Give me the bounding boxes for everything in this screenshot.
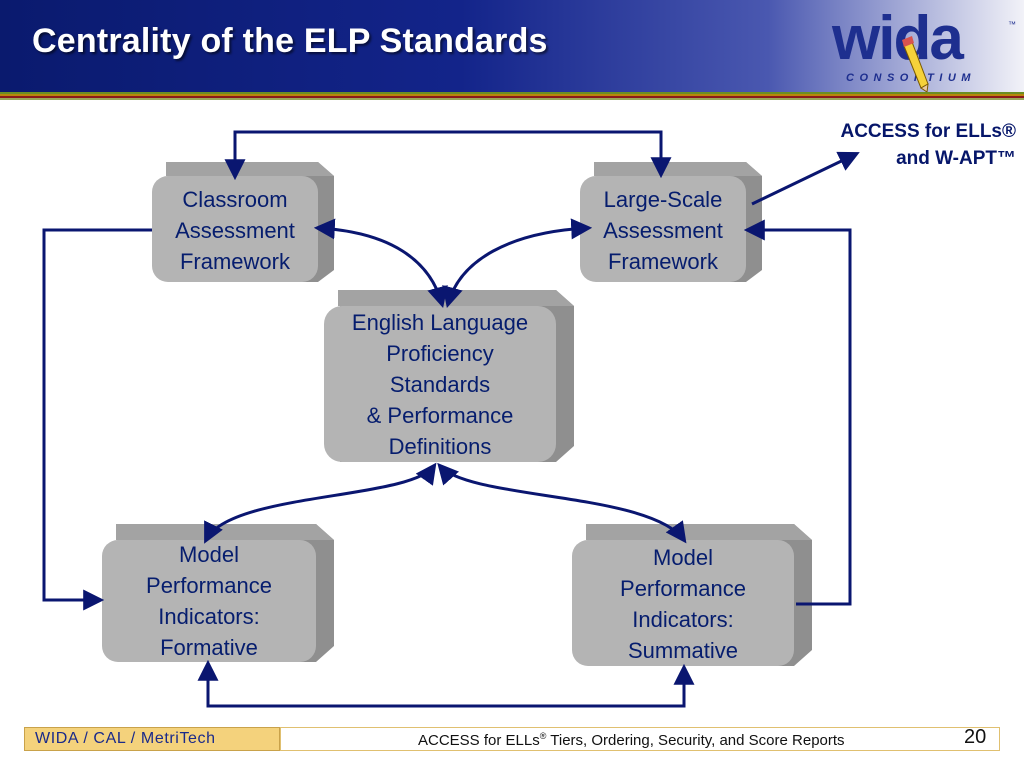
- wida-logo: wida CONSORTIUM ™: [832, 6, 1020, 92]
- logo-subtitle: CONSORTIUM: [846, 72, 976, 84]
- arrow-formative-summative: [197, 659, 695, 708]
- logo-tm: ™: [1008, 20, 1016, 29]
- node-line: Assessment: [603, 218, 723, 243]
- node-line: Model: [179, 542, 239, 567]
- pencil-icon: [902, 36, 929, 92]
- arrow-classroom-elp: [313, 218, 448, 309]
- node-classroom-label: Classroom Assessment Framework: [152, 184, 318, 277]
- node-line: Model: [653, 545, 713, 570]
- header-stripes: [0, 92, 1024, 100]
- arrow-classroom-largescale: [224, 130, 672, 181]
- node-line: Framework: [607, 249, 718, 274]
- callout-line: and W-APT™: [896, 148, 1016, 169]
- arrow-classroom-formative: [42, 228, 152, 611]
- node-line: Indicators:: [632, 607, 734, 632]
- node-summative-label: Model Performance Indicators: Summative: [572, 542, 794, 666]
- arrow-summative-largescale: [743, 219, 852, 606]
- node-line: Framework: [179, 249, 290, 274]
- arrow-elp-summative: [437, 462, 687, 544]
- node-line: Large-Scale: [603, 187, 723, 212]
- node-line: Summative: [627, 638, 739, 663]
- arrow-callout-largescale: [751, 151, 860, 206]
- footer-title-prefix: ACCESS for ELLs: [418, 732, 540, 749]
- node-line: Performance: [146, 573, 272, 598]
- footer-title-suffix: Tiers, Ordering, Security, and Score Rep…: [546, 732, 845, 749]
- node-elp-box: [324, 290, 574, 462]
- node-line: Classroom: [182, 187, 288, 212]
- node-line: Assessment: [175, 218, 295, 243]
- arrow-largescale-elp: [442, 218, 593, 309]
- footer-bar: [280, 727, 1000, 751]
- page-number: 20: [964, 726, 987, 748]
- node-line: Standards: [389, 372, 491, 397]
- node-line: Proficiency: [386, 341, 494, 366]
- header-banner: [0, 0, 1024, 92]
- slide-title: Centrality of the ELP Standards: [32, 22, 548, 60]
- footer-title: ACCESS for ELLs® Tiers, Ordering, Securi…: [418, 731, 845, 749]
- node-line: Performance: [620, 576, 746, 601]
- footer-organizations: WIDA / CAL / MetriTech: [24, 727, 280, 751]
- arrow-elp-formative: [204, 462, 437, 544]
- node-largescale-label: Large-Scale Assessment Framework: [580, 184, 746, 277]
- node-elp-label: English Language Proficiency Standards &…: [324, 307, 556, 462]
- node-line: English Language: [351, 310, 529, 335]
- node-line: Indicators:: [158, 604, 260, 629]
- callout-line: ACCESS for ELLs®: [840, 121, 1016, 142]
- logo-wordmark: wida: [832, 4, 964, 73]
- node-line: Definitions: [388, 434, 492, 459]
- node-line: & Performance: [366, 403, 514, 428]
- footer-title-sup: ®: [539, 731, 547, 741]
- node-summative-box: [572, 524, 812, 666]
- node-line: Formative: [160, 635, 258, 660]
- access-callout: ACCESS for ELLs® and W-APT™: [770, 118, 1016, 172]
- node-formative-label: Model Performance Indicators: Formative: [102, 539, 316, 663]
